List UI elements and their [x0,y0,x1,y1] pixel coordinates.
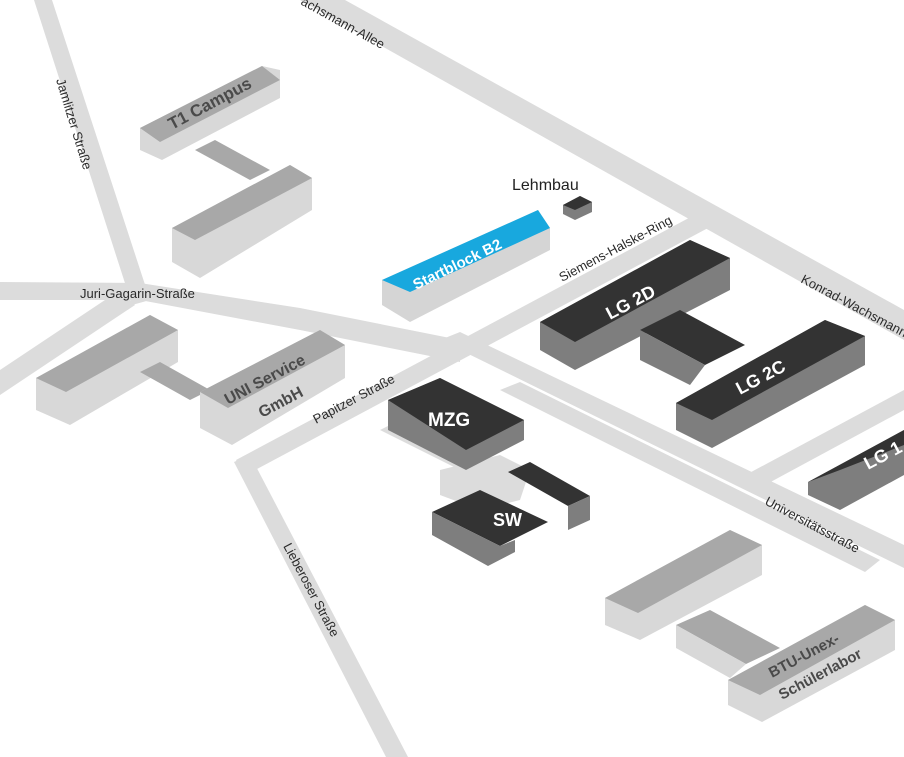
road-universitaet [500,382,880,572]
buildings: T1 Campus Startblock B2 Lehmbau LG 2D LG… [36,66,904,722]
road-juri-gagarin [0,282,460,362]
road-west-left [0,290,135,395]
building-lg-2c[interactable]: LG 2C [676,320,865,448]
road-lg-loop [740,390,904,492]
building-t1-campus[interactable]: T1 Campus [140,66,312,278]
building-lg-partial[interactable]: LG 1 [808,430,904,510]
road-lieberoser [234,455,408,757]
building-lehmbau[interactable] [563,196,592,220]
street-label-lieberoser: Lieberoser Straße [280,540,342,639]
road-papitzer-east [440,332,904,568]
road-jamlitzer [34,0,150,305]
mzg-label: MZG [428,410,470,431]
building-mzg[interactable]: MZG [388,378,524,470]
road-wachsmann-allee [300,0,904,340]
street-label-juri-gagarin: Juri-Gagarin-Straße [80,286,195,301]
building-uni-service[interactable]: UNI Service GmbH [36,315,345,445]
square-mzg [440,455,530,510]
sw-label: SW [493,510,522,530]
building-startblock-b2[interactable]: Startblock B2 [382,210,550,322]
lehmbau-label: Lehmbau [512,177,579,194]
building-sw[interactable]: SW [432,462,590,566]
building-lg-2d[interactable]: LG 2D [540,240,745,385]
